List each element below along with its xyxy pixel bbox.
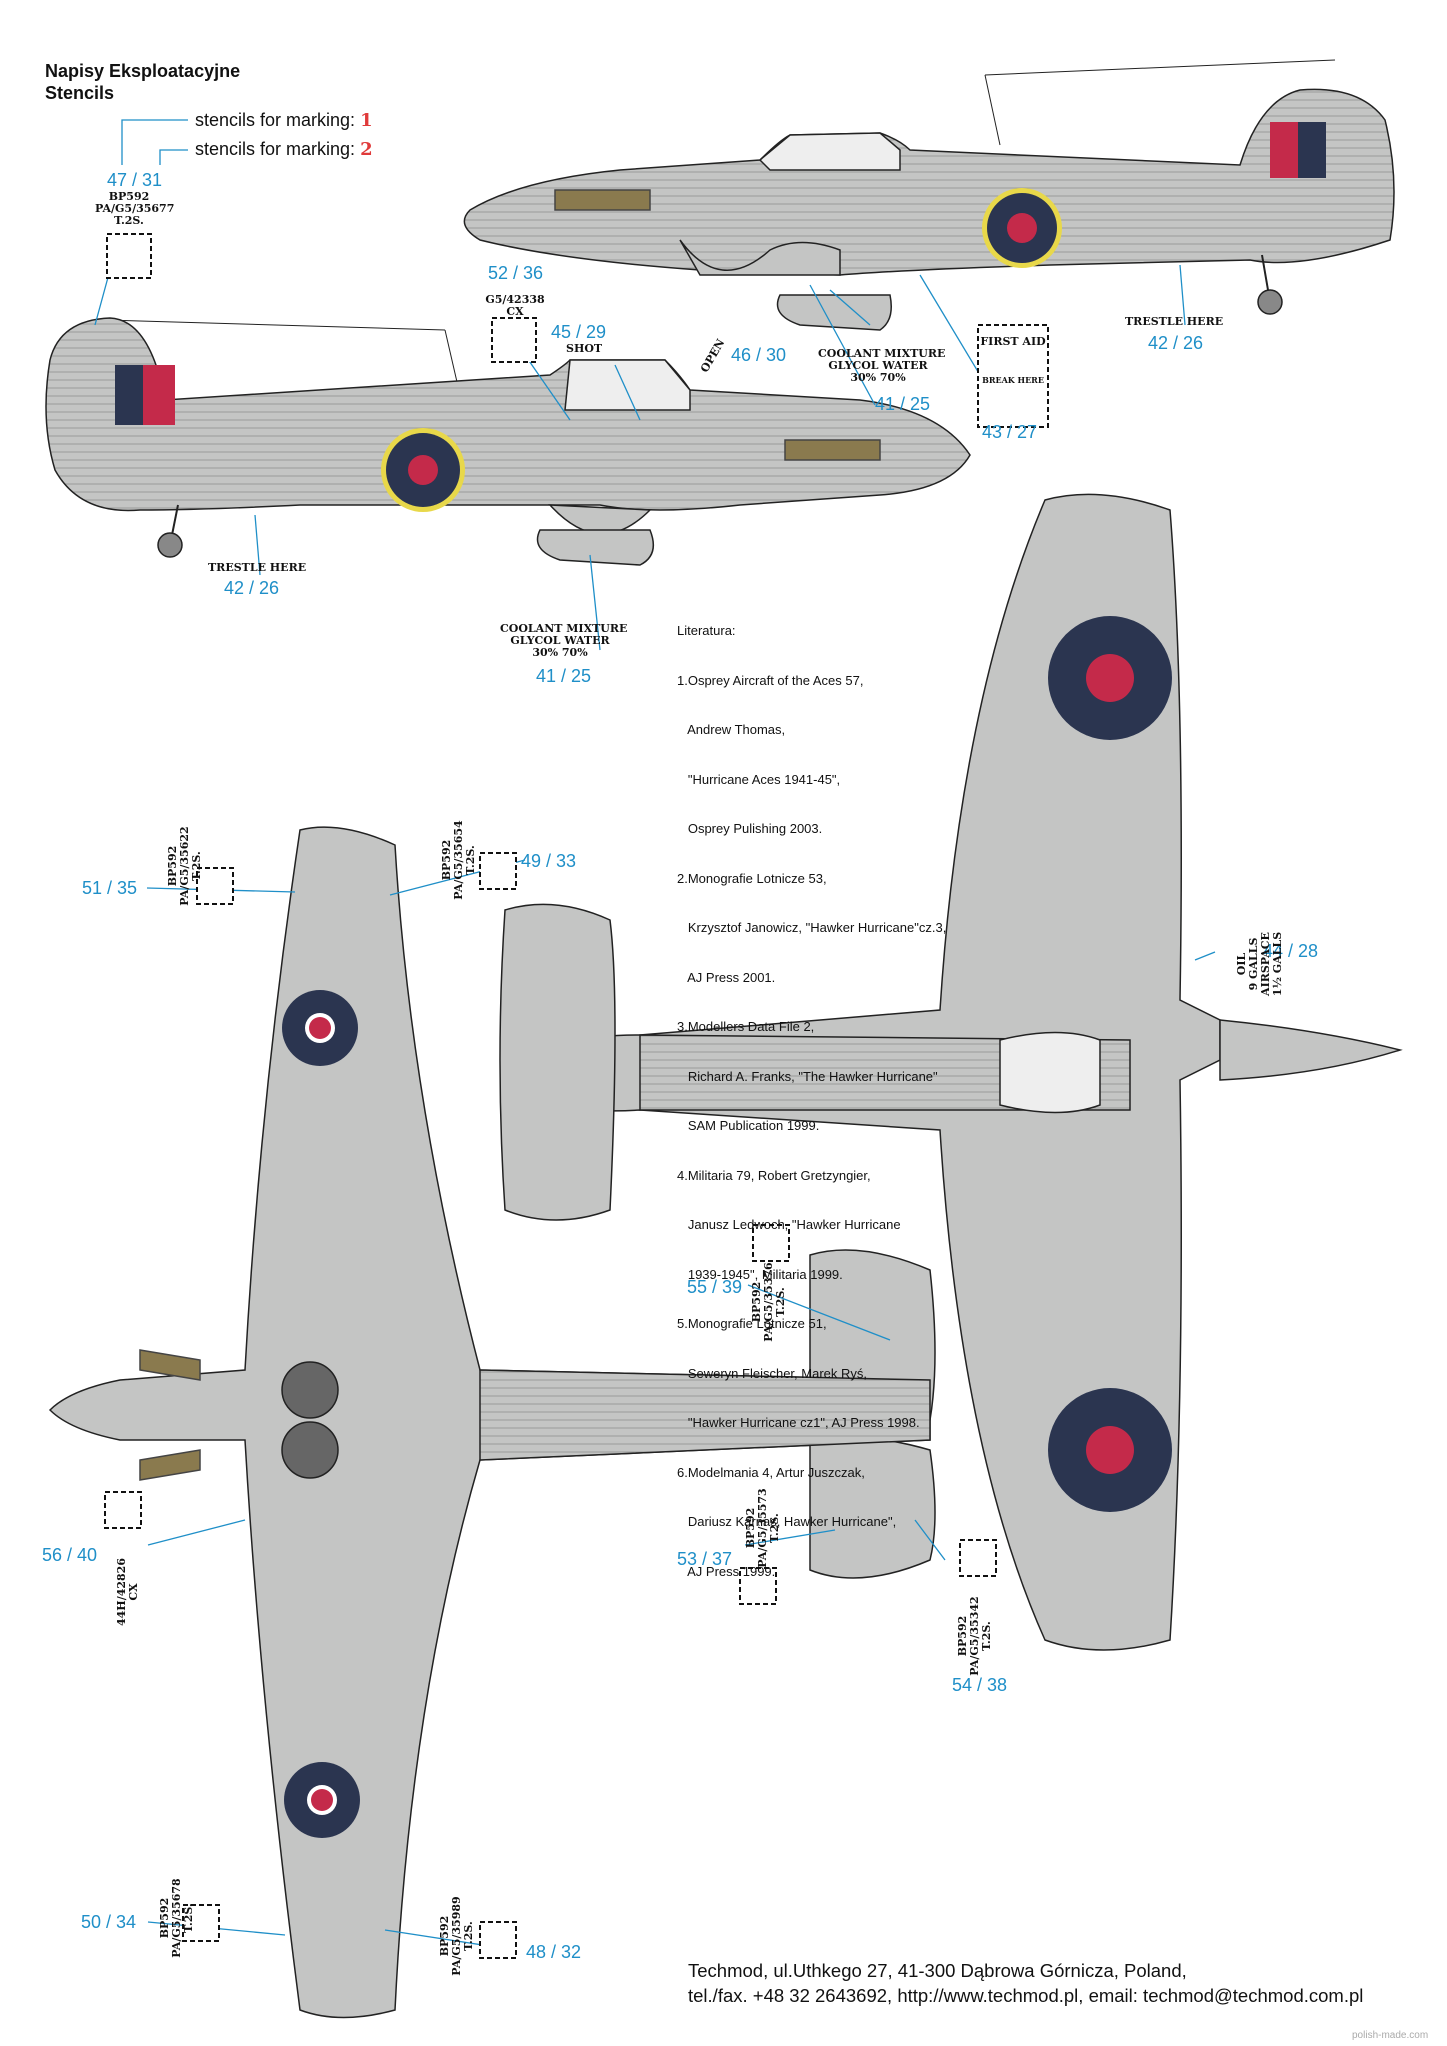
stencil-number: 46 / 30: [731, 345, 787, 365]
literature-line: 6.Modelmania 4, Artur Juszczak,: [677, 1464, 865, 1480]
literature-line: 1.Osprey Aircraft of the Aces 57,: [677, 672, 864, 688]
literature-line: 1939-1945", Militaria 1999.: [677, 1266, 843, 1282]
stencil-label-trestle-b: TRESTLE HERE: [208, 561, 307, 574]
stencil-boxes: [104, 233, 1049, 1959]
stencil-number: 54 / 38: [952, 1675, 1008, 1695]
literature-line: 5.Monografie Lotnicze 51,: [677, 1316, 827, 1331]
literature-line: Osprey Pulishing 2003.: [677, 821, 823, 836]
stencil-number: 41 / 25: [536, 666, 592, 686]
legend-mark-1: 1: [360, 110, 373, 131]
watermark: polish-made.com: [1352, 2030, 1429, 2041]
literature-line: SAM Publication 1999.: [677, 1118, 820, 1133]
stencil-number: 55 / 39: [687, 1277, 743, 1297]
stencil-number: 51 / 35: [82, 878, 138, 898]
bottom-view: [48, 826, 936, 2019]
stencil-label-shot: SHOT: [566, 342, 603, 355]
side-view-lower: [45, 317, 971, 566]
literature-line: Richard A. Franks, "The Hawker Hurricane…: [677, 1068, 938, 1084]
literature-line: "Hurricane Aces 1941-45",: [677, 771, 841, 787]
legend-text-1: stencils for marking:: [195, 110, 356, 130]
literature-title: Literatura:: [677, 623, 736, 638]
roundel-bottom-lower: [284, 1762, 360, 1838]
stencil-number: 48 / 32: [526, 1942, 582, 1962]
literature-line: Dariusz Karnas, Hawker Hurricane",: [677, 1514, 897, 1529]
literature-line: 4.Militaria 79, Robert Gretzyngier,: [677, 1167, 871, 1183]
header-title-en: Stencils: [45, 83, 115, 103]
stencil-number: 42 / 26: [1148, 333, 1204, 353]
literature-line: 2.Monografie Lotnicze 53,: [677, 870, 827, 886]
top-view: [499, 493, 1403, 1651]
footer-contact: tel./fax. +48 32 2643692, http://www.tec…: [688, 1985, 1364, 2006]
stencil-number: 53 / 37: [677, 1549, 733, 1569]
literature-line: AJ Press 1999.: [677, 1563, 776, 1579]
stencil-number: 56 / 40: [42, 1545, 98, 1565]
literature-line: Seweryn Fleischer, Marek Ryś,: [677, 1365, 867, 1381]
roundel-top-upper: [1048, 616, 1172, 740]
roundel-top-lower: [1048, 1388, 1172, 1512]
stencil-label-break-here: BREAK HERE: [982, 375, 1044, 385]
stencil-label-trestle-a: TRESTLE HERE: [1125, 315, 1224, 328]
footer-address: Techmod, ul.Uthkego 27, 41-300 Dąbrowa G…: [688, 1960, 1187, 1981]
roundel-side-upper: [982, 188, 1062, 268]
stencil-number: 49 / 33: [521, 851, 577, 871]
stencil-number: 47 / 31: [107, 170, 163, 190]
literature-line: Andrew Thomas,: [677, 722, 786, 737]
stencil-number: 45 / 29: [551, 322, 607, 342]
stencil-number: 44 / 28: [1263, 941, 1319, 961]
literature-line: 3.Modellers Data File 2,: [677, 1019, 815, 1034]
literature-line: "Hawker Hurricane cz1", AJ Press 1998.: [677, 1415, 920, 1430]
legend-item-2: stencils for marking: 2: [195, 139, 373, 160]
stencil-label-first-aid: FIRST AID: [980, 335, 1046, 348]
stencil-number: 52 / 36: [488, 263, 544, 283]
literature-line: Krzysztof Janowicz, "Hawker Hurricane"cz…: [677, 920, 947, 935]
literature-line: Janusz Ledwoch, "Hawker Hurricane: [677, 1217, 901, 1232]
legend-mark-2: 2: [360, 139, 373, 160]
literature-block: Literatura: 1.Osprey Aircraft of the Ace…: [677, 590, 946, 1597]
stencil-number: 41 / 25: [875, 394, 931, 414]
roundel-side-lower: [381, 428, 465, 512]
roundel-bottom-upper: [282, 990, 358, 1066]
stencil-number: 50 / 34: [81, 1912, 137, 1932]
side-view-upper: [463, 59, 1395, 331]
header-title-pl: Napisy Eksploatacyjne: [45, 61, 241, 81]
stencil-number: 43 / 27: [982, 422, 1038, 442]
legend-text-2: stencils for marking:: [195, 139, 356, 159]
stencil-number: 42 / 26: [224, 578, 280, 598]
literature-line: AJ Press 2001.: [677, 969, 776, 985]
legend-item-1: stencils for marking: 1: [195, 110, 373, 131]
